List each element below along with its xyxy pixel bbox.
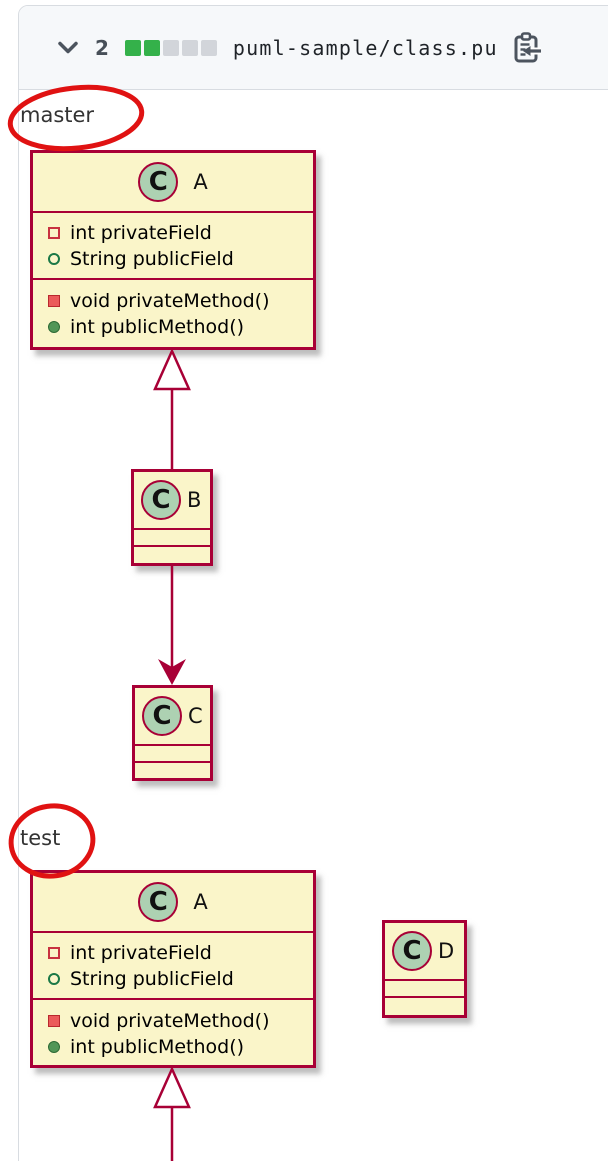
- methods-section: void privateMethod() int publicMethod(): [33, 1000, 313, 1060]
- branch-label-master: master: [20, 103, 95, 127]
- class-box-d-test: C D: [382, 920, 467, 1018]
- class-name: B: [187, 488, 202, 512]
- diffstat-square: [162, 39, 179, 56]
- class-name: A: [193, 170, 208, 194]
- class-title: C D: [385, 923, 464, 979]
- fields-section: int privateField String publicField: [33, 933, 313, 1000]
- class-circle-icon: C: [141, 480, 181, 520]
- fields-section-empty: [134, 528, 210, 545]
- methods-section: void privateMethod() int publicMethod(): [33, 280, 313, 340]
- class-box-c-master: C C: [132, 685, 213, 781]
- diffstat: [124, 39, 217, 56]
- field-row: String publicField: [48, 246, 307, 272]
- diffstat-square: [200, 39, 217, 56]
- private-field-icon: [48, 947, 60, 959]
- public-method-icon: [48, 321, 60, 333]
- class-box-a-master: C A int privateField String publicField …: [30, 150, 316, 350]
- method-row: void privateMethod(): [48, 288, 307, 314]
- method-row: int publicMethod(): [48, 314, 307, 340]
- methods-section-empty: [385, 996, 464, 1013]
- private-field-icon: [48, 227, 60, 239]
- diffstat-square: [181, 39, 198, 56]
- public-method-icon: [48, 1041, 60, 1053]
- class-circle-icon: C: [138, 162, 179, 202]
- diffstat-square: [124, 39, 141, 56]
- methods-section-empty: [134, 545, 210, 562]
- fields-section-empty: [135, 744, 210, 761]
- collapse-chevron-icon[interactable]: [57, 41, 79, 55]
- field-text: int privateField: [70, 942, 212, 964]
- class-name: D: [438, 939, 455, 963]
- class-circle-icon: C: [142, 696, 182, 736]
- method-text: int publicMethod(): [70, 316, 245, 338]
- methods-section-empty: [135, 761, 210, 778]
- class-title: C A: [33, 873, 313, 933]
- file-name[interactable]: puml-sample/class.pu: [232, 35, 498, 60]
- class-title: C B: [134, 472, 210, 528]
- class-box-a-test: C A int privateField String publicField …: [30, 870, 316, 1068]
- field-row: int privateField: [48, 940, 307, 966]
- file-header: 2 puml-sample/class.pu: [19, 6, 608, 90]
- method-text: void privateMethod(): [70, 290, 270, 312]
- class-name: A: [193, 890, 208, 914]
- method-row: int publicMethod(): [48, 1034, 307, 1060]
- method-text: void privateMethod(): [70, 1010, 270, 1032]
- branch-label-test: test: [20, 826, 61, 850]
- field-text: String publicField: [70, 248, 234, 270]
- diffstat-square: [143, 39, 160, 56]
- private-method-icon: [48, 295, 60, 307]
- field-row: int privateField: [48, 220, 307, 246]
- public-field-icon: [48, 253, 60, 265]
- field-row: String publicField: [48, 966, 307, 992]
- fields-section-empty: [385, 979, 464, 996]
- class-box-b-master: C B: [131, 469, 213, 566]
- class-circle-icon: C: [392, 931, 432, 971]
- method-text: int publicMethod(): [70, 1036, 245, 1058]
- changed-count: 2: [95, 35, 109, 60]
- public-field-icon: [48, 973, 60, 985]
- fields-section: int privateField String publicField: [33, 213, 313, 280]
- method-row: void privateMethod(): [48, 1008, 307, 1034]
- class-title: C A: [33, 153, 313, 213]
- class-circle-icon: C: [138, 882, 179, 922]
- field-text: int privateField: [70, 222, 212, 244]
- copy-to-clipboard-icon[interactable]: [512, 31, 542, 64]
- field-text: String publicField: [70, 968, 234, 990]
- private-method-icon: [48, 1015, 60, 1027]
- class-title: C C: [135, 688, 210, 744]
- class-name: C: [188, 704, 203, 728]
